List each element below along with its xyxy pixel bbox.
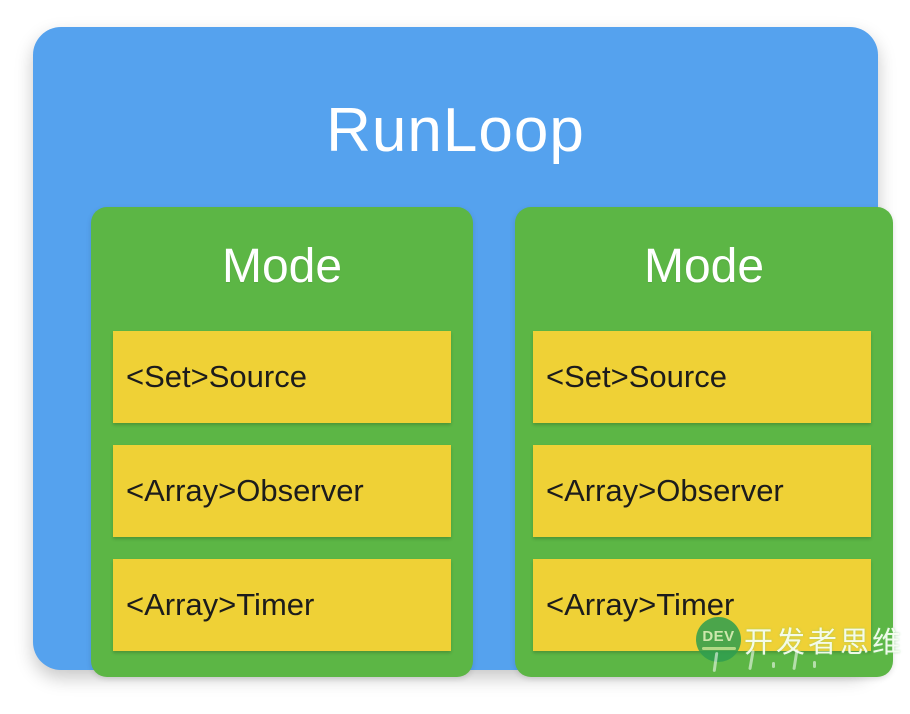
- mode-right-row-observer: <Array>Observer: [533, 445, 871, 537]
- mode-box-left: Mode <Set>Source <Array>Observer <Array>…: [91, 207, 473, 677]
- mode-right-row-source: <Set>Source: [533, 331, 871, 423]
- dev-badge-label: DEV: [702, 628, 735, 645]
- mode-box-right: Mode <Set>Source <Array>Observer <Array>…: [515, 207, 893, 677]
- mode-right-title: Mode: [643, 240, 765, 293]
- watermark-text: 开发者思维: [744, 627, 905, 659]
- mode-left-row-timer: <Array>Timer: [113, 559, 451, 651]
- runloop-panel: RunLoop Mode <Set>Source <Array>Observer…: [33, 27, 893, 677]
- mode-left-row-observer: <Array>Observer: [113, 445, 451, 537]
- handwriting-strokes: [700, 648, 870, 678]
- mode-left-row-source: <Set>Source: [113, 331, 451, 423]
- runloop-title: RunLoop: [326, 96, 585, 165]
- dev-badge-subtext-bar: [701, 647, 736, 650]
- mode-left-title: Mode: [221, 240, 343, 293]
- dev-badge-icon: DEV: [696, 617, 741, 662]
